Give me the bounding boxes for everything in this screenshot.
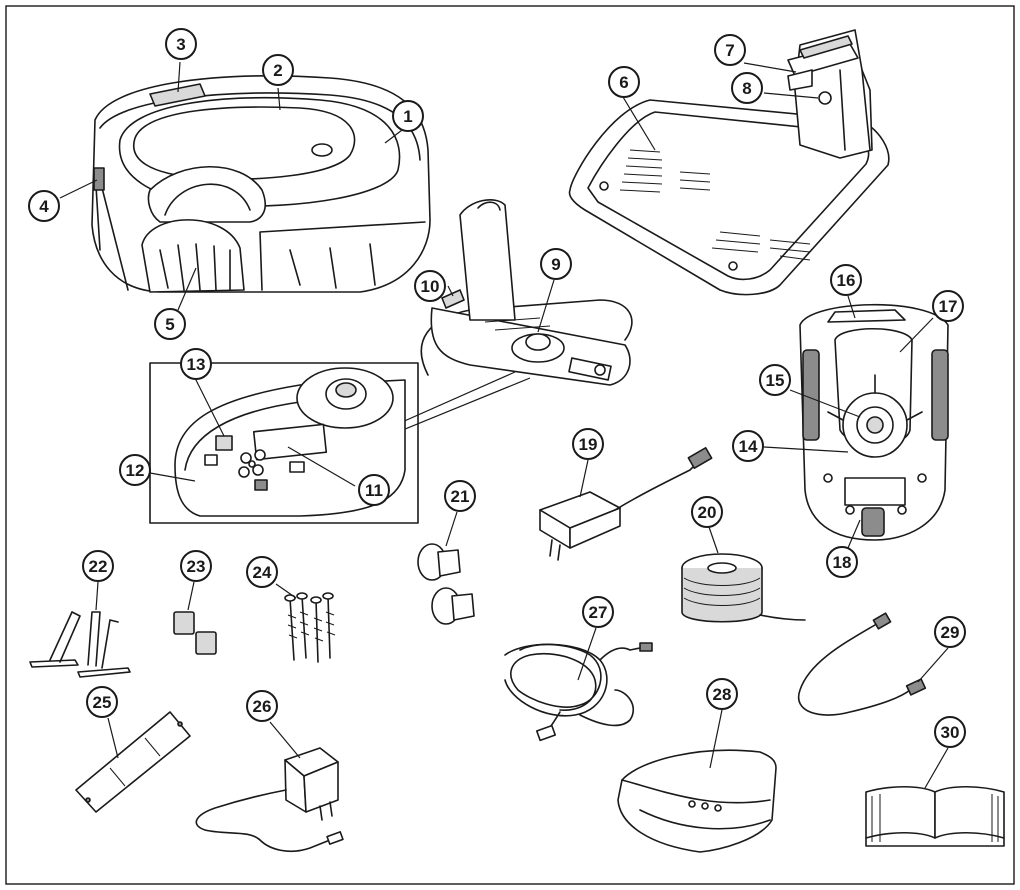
callout-label: 1 — [403, 107, 412, 126]
callout-label: 5 — [165, 315, 174, 334]
callout-16: 16 — [830, 264, 862, 296]
charging-station-illustration — [568, 29, 890, 296]
screws-illustration — [284, 592, 336, 663]
callout-30: 30 — [934, 716, 966, 748]
callout-label: 3 — [176, 35, 185, 54]
callout-label: 24 — [253, 563, 272, 582]
callout-29: 29 — [934, 616, 966, 648]
callout-label: 2 — [273, 61, 282, 80]
callout-2: 2 — [262, 54, 294, 86]
callout-15: 15 — [759, 364, 791, 396]
callout-label: 11 — [365, 481, 383, 500]
callout-25: 25 — [86, 686, 118, 718]
callout-label: 4 — [39, 197, 49, 216]
callout-label: 8 — [742, 79, 751, 98]
callout-label: 29 — [941, 623, 960, 642]
connectors-illustration — [417, 543, 475, 625]
callout-14: 14 — [732, 430, 764, 462]
couplers-illustration — [173, 611, 217, 655]
figure-frame — [5, 5, 1015, 885]
callout-20: 20 — [691, 496, 723, 528]
callout-label: 20 — [698, 503, 717, 522]
callout-13: 13 — [180, 348, 212, 380]
callout-label: 18 — [833, 553, 852, 572]
callout-label: 9 — [551, 255, 560, 274]
leader-lines — [59, 61, 949, 789]
callout-19: 19 — [572, 428, 604, 460]
callout-1: 1 — [392, 100, 424, 132]
callout-label: 30 — [941, 723, 960, 742]
callout-label: 25 — [93, 693, 112, 712]
callout-18: 18 — [826, 546, 858, 578]
callout-11: 11 — [358, 474, 390, 506]
callout-3: 3 — [165, 28, 197, 60]
callout-5: 5 — [154, 308, 186, 340]
callout-label: 22 — [89, 557, 108, 576]
callout-7: 7 — [714, 34, 746, 66]
callout-label: 16 — [837, 271, 856, 290]
power-supply-illustration — [539, 447, 713, 561]
callout-26: 26 — [246, 690, 278, 722]
communication-cable-illustration — [797, 612, 927, 716]
callout-label: 21 — [451, 487, 470, 506]
callout-4: 4 — [28, 190, 60, 222]
callout-28: 28 — [706, 678, 738, 710]
open-hatch-illustration — [420, 199, 633, 386]
manual-book-icon — [865, 786, 1005, 847]
callout-12: 12 — [119, 454, 151, 486]
gateway-illustration — [617, 749, 777, 853]
callout-label: 13 — [187, 355, 206, 374]
callout-6: 6 — [608, 66, 640, 98]
robotic-mower-illustration — [91, 75, 431, 293]
callout-label: 12 — [126, 461, 145, 480]
callout-23: 23 — [180, 550, 212, 582]
callout-label: 17 — [939, 297, 958, 316]
callout-label: 23 — [187, 557, 206, 576]
low-voltage-cable-illustration — [504, 642, 653, 742]
callout-10: 10 — [414, 270, 446, 302]
callout-9: 9 — [540, 248, 572, 280]
callout-label: 6 — [619, 73, 628, 92]
callout-17: 17 — [932, 290, 964, 322]
callout-label: 10 — [421, 277, 440, 296]
callout-27: 27 — [582, 596, 614, 628]
callout-22: 22 — [82, 550, 114, 582]
callout-label: 7 — [725, 41, 734, 60]
callout-label: 15 — [766, 371, 785, 390]
pegs-illustration — [29, 611, 131, 678]
callout-21: 21 — [444, 480, 476, 512]
measuring-ruler-illustration — [75, 711, 191, 813]
callout-label: 28 — [713, 685, 732, 704]
callout-label: 19 — [579, 435, 598, 454]
callout-8: 8 — [731, 72, 763, 104]
boundary-wire-spool-illustration — [681, 553, 806, 623]
callout-label: 14 — [739, 437, 758, 456]
mower-underside-illustration — [799, 303, 949, 541]
callout-label: 26 — [253, 697, 272, 716]
callout-24: 24 — [246, 556, 278, 588]
adapter-illustration — [195, 747, 344, 852]
callout-label: 27 — [589, 603, 608, 622]
